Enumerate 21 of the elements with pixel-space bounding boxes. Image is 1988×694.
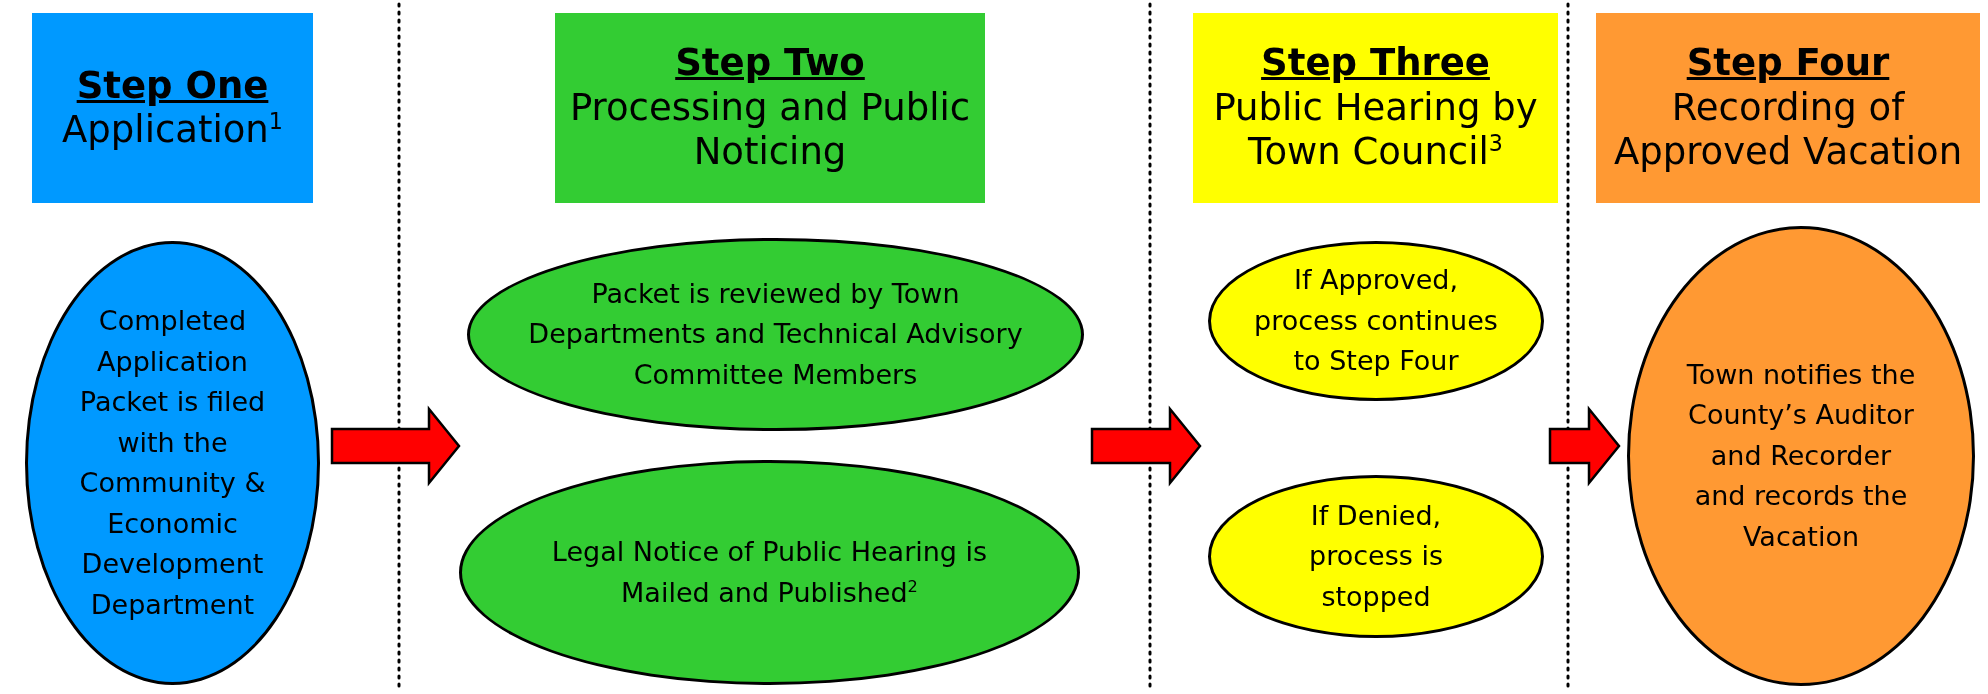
step-heading: Step Two bbox=[675, 41, 865, 86]
step-description: Town notifies the County’s Auditor and Recorder and records the Vacation bbox=[1686, 357, 1916, 554]
step-description: Packet is reviewed by Town Departments and Technical Advisory Committee Members bbox=[527, 276, 1024, 392]
step-description: If Approved, process continues to Step Four bbox=[1253, 263, 1499, 379]
step-heading: Step One bbox=[76, 63, 269, 108]
step-title: Processing and Public Noticing bbox=[568, 85, 972, 175]
step-description: Completed Application Packet is filed with the Community & Economic Development Department bbox=[78, 304, 267, 622]
step-heading: Step Three bbox=[1261, 41, 1490, 86]
block-arrow bbox=[1548, 405, 1621, 487]
step-header-box bbox=[555, 13, 985, 203]
step-header-box bbox=[32, 13, 313, 203]
step-title: Public Hearing by Town Council$^{3}$ bbox=[1212, 85, 1539, 175]
step-title: Application$^{1}$ bbox=[62, 108, 283, 153]
step-description: If Denied, process is stopped bbox=[1308, 498, 1444, 614]
step-header-box bbox=[1193, 13, 1558, 203]
step-header-box bbox=[1596, 13, 1980, 203]
block-arrow bbox=[330, 405, 461, 487]
step-title: Recording of Approved Vacation bbox=[1612, 85, 1964, 175]
step-heading: Step Four bbox=[1686, 41, 1890, 86]
step-description: Legal Notice of Public Hearing is Mailed and Published$^{2}$ bbox=[550, 535, 989, 610]
block-arrow bbox=[1090, 405, 1202, 487]
